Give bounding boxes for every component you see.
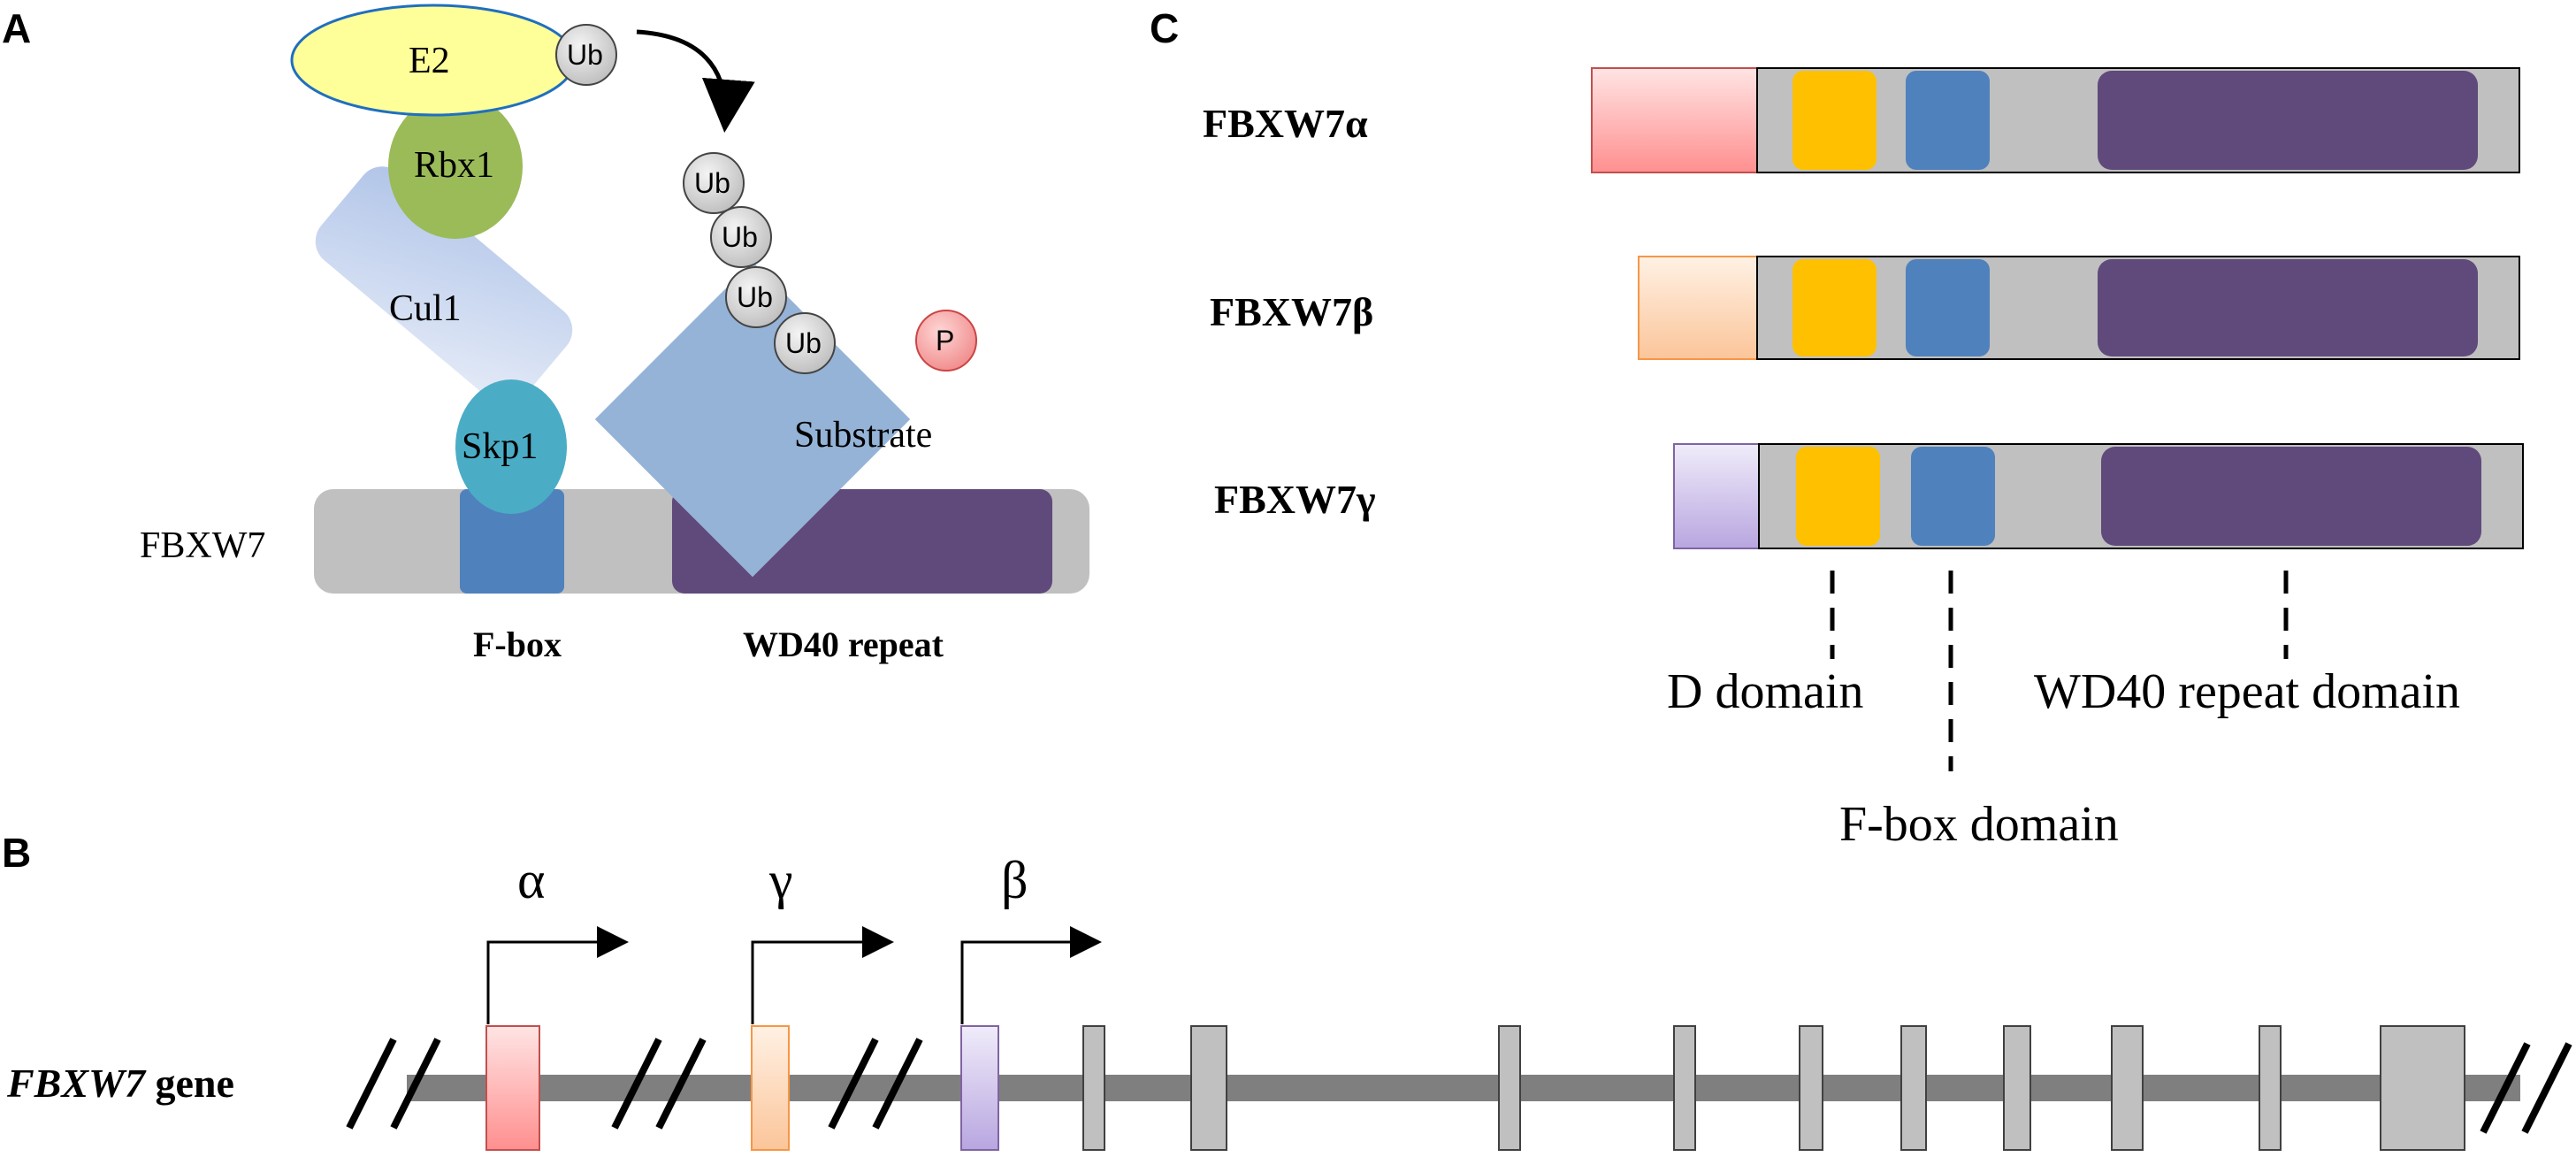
phospho-circle: [915, 310, 977, 372]
ub-on-e2-label: Ub: [567, 39, 603, 71]
gamma-nterm: [1673, 443, 1760, 549]
fbox-domain-label: F-box domain: [1839, 797, 2119, 852]
gamma-wd40: [2101, 447, 2481, 546]
exon-alpha: [485, 1025, 540, 1151]
promoter-alpha-arrow: [486, 926, 629, 1024]
fbox-label: F-box: [473, 624, 562, 664]
fbxw7-label: FBXW7: [140, 525, 265, 566]
exon-common-9: [2259, 1025, 2282, 1151]
panel-letter-a: A: [2, 5, 31, 51]
rbx1-shape: [388, 94, 523, 239]
break-4a: [2480, 1042, 2531, 1134]
break-2b: [655, 1038, 707, 1130]
alpha-nterm: [1591, 67, 1758, 173]
promoter-gamma-arrow: [751, 926, 894, 1024]
ub-chain-2: [710, 206, 772, 268]
phospho-label: P: [936, 325, 954, 356]
ub-chain-1: [683, 152, 745, 214]
exon-gamma: [751, 1025, 790, 1151]
break-4b: [2521, 1042, 2572, 1134]
alpha-fbox: [1906, 71, 1990, 170]
isoform-beta-label: FBXW7β: [1210, 289, 1373, 334]
isoform-alpha-label: FBXW7α: [1203, 101, 1368, 146]
beta-d-domain: [1792, 259, 1877, 356]
ub-on-e2: [555, 24, 617, 86]
gene-backbone: [407, 1075, 2520, 1101]
promoter-gamma-label: γ: [768, 851, 793, 909]
d-domain-label: D domain: [1667, 664, 1863, 719]
promoter-beta-arrow: [960, 926, 1102, 1024]
promoter-arrows: [486, 926, 1102, 1024]
common-exons: [1082, 1025, 2465, 1151]
substrate-label: Substrate: [794, 415, 932, 456]
ub-chain-4-label: Ub: [785, 327, 822, 359]
exon-common-1: [1082, 1025, 1105, 1151]
ub-chain-2-label: Ub: [722, 221, 758, 253]
promoter-beta-label: β: [1001, 851, 1028, 909]
ub-chain-4: [774, 312, 836, 374]
gene-breaks: [346, 1038, 2572, 1134]
exon-beta: [960, 1025, 999, 1151]
alpha-d-domain: [1792, 71, 1877, 170]
ub-chain-3: [725, 266, 787, 328]
beta-fbox: [1906, 259, 1990, 356]
ub-chain-1-label: Ub: [694, 167, 730, 199]
wd40-label: WD40 repeat: [743, 624, 944, 664]
promoter-alpha-label: α: [517, 851, 545, 909]
cul1-label: Cul1: [389, 288, 462, 329]
gamma-d-domain: [1796, 447, 1880, 546]
exon-common-6: [1900, 1025, 1927, 1151]
ub-chain-3-label: Ub: [737, 281, 773, 313]
gene-label-rest: gene: [145, 1061, 234, 1106]
break-3a: [828, 1038, 879, 1130]
beta-wd40: [2098, 259, 2478, 356]
skp1-shape: [455, 379, 567, 514]
exon-common-8: [2111, 1025, 2144, 1151]
ub-chain: Ub Ub Ub Ub: [683, 152, 836, 374]
isoform-gamma-label: FBXW7γ: [1214, 477, 1376, 522]
break-1a: [346, 1038, 397, 1130]
break-3b: [872, 1038, 923, 1130]
exon-common-5: [1799, 1025, 1823, 1151]
gamma-fbox: [1911, 447, 1995, 546]
gene-label: FBXW7 gene: [6, 1061, 234, 1106]
break-2a: [611, 1038, 662, 1130]
beta-nterm: [1638, 256, 1758, 360]
alpha-wd40: [2098, 71, 2478, 170]
exon-common-last: [2380, 1025, 2465, 1151]
panel-letter-c: C: [1150, 5, 1179, 51]
gene-label-italic: FBXW7: [6, 1061, 147, 1106]
rbx1-label: Rbx1: [414, 145, 494, 186]
fbox-block: [460, 489, 564, 594]
e2-label: E2: [409, 41, 450, 81]
exon-common-7: [2003, 1025, 2031, 1151]
exon-common-2: [1190, 1025, 1227, 1151]
ub-transfer-arrow: [636, 29, 755, 133]
exon-common-4: [1673, 1025, 1696, 1151]
break-1b: [390, 1038, 441, 1130]
exon-common-3: [1498, 1025, 1521, 1151]
cul1-shape: [315, 166, 573, 405]
skp1-label: Skp1: [462, 426, 538, 467]
panel-letter-b: B: [2, 830, 31, 876]
wd40-domain-label: WD40 repeat domain: [2034, 664, 2460, 719]
